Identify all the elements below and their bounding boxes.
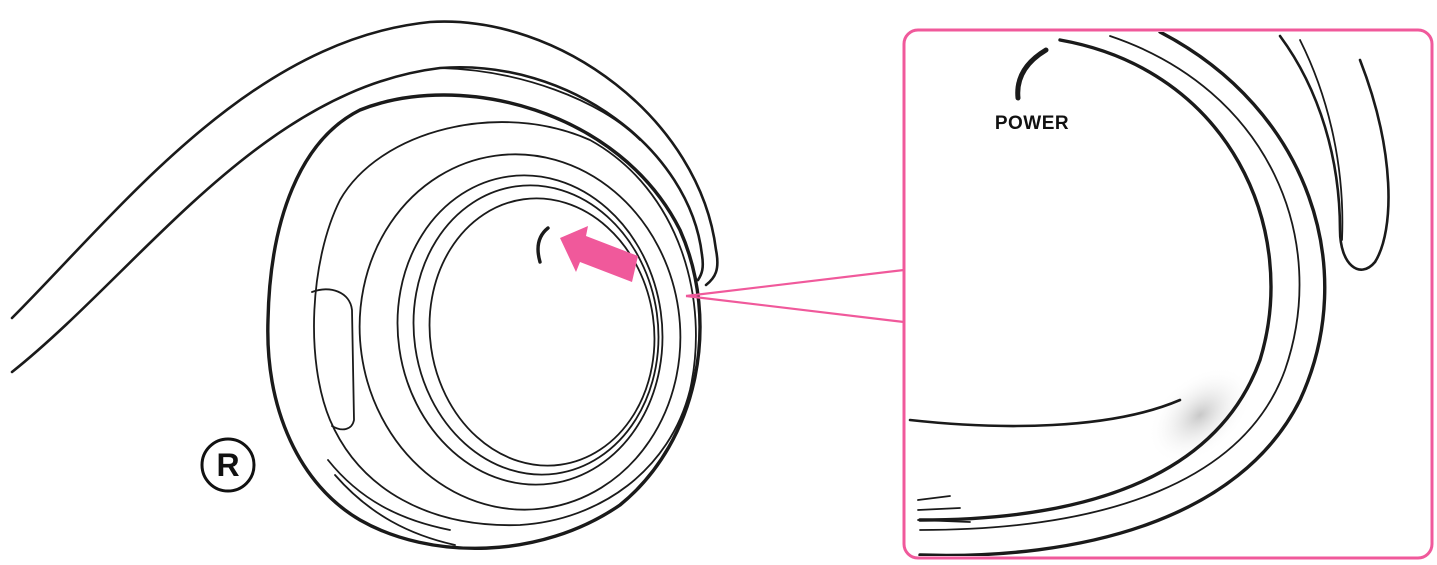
- arrow-icon: [560, 226, 638, 282]
- ear-cup: [266, 93, 702, 551]
- power-button-label: POWER: [995, 113, 1069, 134]
- power-mark-icon: [536, 226, 550, 264]
- callout-lines: [685, 268, 905, 324]
- side-marker-letter: R: [216, 447, 239, 483]
- circled-letter-icon: [200, 437, 256, 493]
- headband: [10, 20, 719, 374]
- detail-callout: POWER: [902, 28, 1434, 560]
- side-marker: R: [200, 437, 256, 493]
- power-mark-icon: [1015, 47, 1049, 101]
